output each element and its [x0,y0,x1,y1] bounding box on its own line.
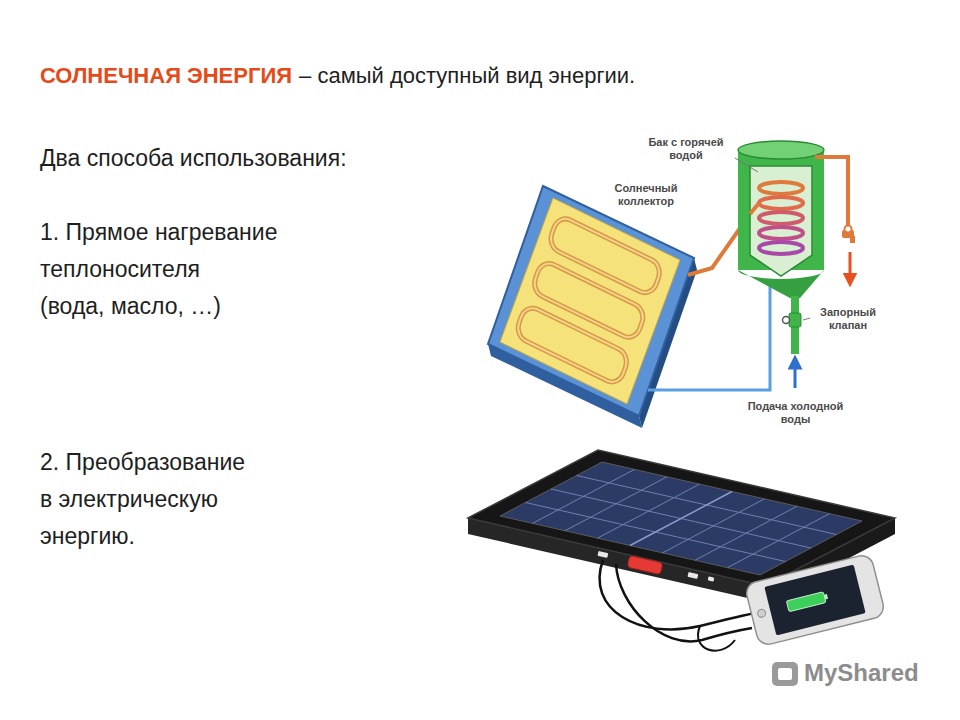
cell-line [533,469,635,523]
collector-panel [500,198,680,404]
slide-title: СОЛНЕЧНАЯ ЭНЕРГИЯ [40,62,292,90]
cold-pipe [648,280,770,390]
part-label: Запорный клапан [812,306,884,332]
usb-cable [698,626,735,651]
heating-coil [759,197,803,209]
hot-pipe [750,203,759,214]
cell-line [695,506,797,560]
cell-line [598,484,700,538]
tap [845,226,852,233]
outlet-pipe [815,157,848,232]
solar-cells [500,462,862,575]
tank-top [738,141,824,159]
battery-bar [824,594,828,600]
power-button [627,555,663,574]
collector-tube [531,259,647,342]
title-rest: – самый доступный вид энергии. [299,62,635,90]
smartphone [744,553,886,647]
heating-coil [759,182,803,194]
home-button [757,608,767,618]
collector-tube [547,214,663,297]
method-note: (вода, масло, …) [40,288,221,325]
collector-tube [531,259,647,342]
cell-line [663,499,765,553]
intro-text: Два способа использования: [40,140,347,177]
flow-arrow [849,252,852,280]
collector-tube [514,304,630,387]
collector-tube [514,304,630,387]
cell-line [630,492,732,546]
phone-screen [764,565,865,636]
method-item: 1. Прямое нагревание теплоносителя [40,214,340,288]
collector-tube [547,214,663,297]
part-label: Подача холодной воды [738,400,853,426]
port [597,551,608,558]
watermark-icon [772,662,798,686]
tank-cutaway [750,166,812,276]
usb-cable [616,564,752,641]
port [708,576,715,581]
cell-line [565,477,667,531]
method-item: 2. Преобразование в электрическую энерги… [40,444,254,555]
solar-collector [488,186,697,428]
phone-body [744,553,886,647]
hot-water-tank [738,141,824,298]
watermark-icon [778,668,792,680]
leader-line [735,158,758,172]
cell-line [551,489,811,548]
watermark-icon [772,662,798,686]
heating-coil [759,212,803,224]
shutoff-valve [783,313,802,327]
battery-bar [786,592,826,612]
watermark: MyShared [804,658,919,688]
shutoff-valve [783,317,790,324]
leader-line [803,318,810,320]
shutoff-valve [789,313,801,327]
port [687,572,698,579]
collector-frame [488,186,694,416]
tap [850,236,855,243]
heating-coil [759,242,803,254]
part-label: Солнечный коллектор [604,182,688,208]
tap [842,226,855,244]
collector-tubes [514,214,663,386]
part-label: Бак с горячей водой [640,136,732,162]
cell-line [728,514,830,568]
heating-coil [759,227,803,239]
solar-panel [500,462,862,575]
flow-arrow [794,362,797,388]
